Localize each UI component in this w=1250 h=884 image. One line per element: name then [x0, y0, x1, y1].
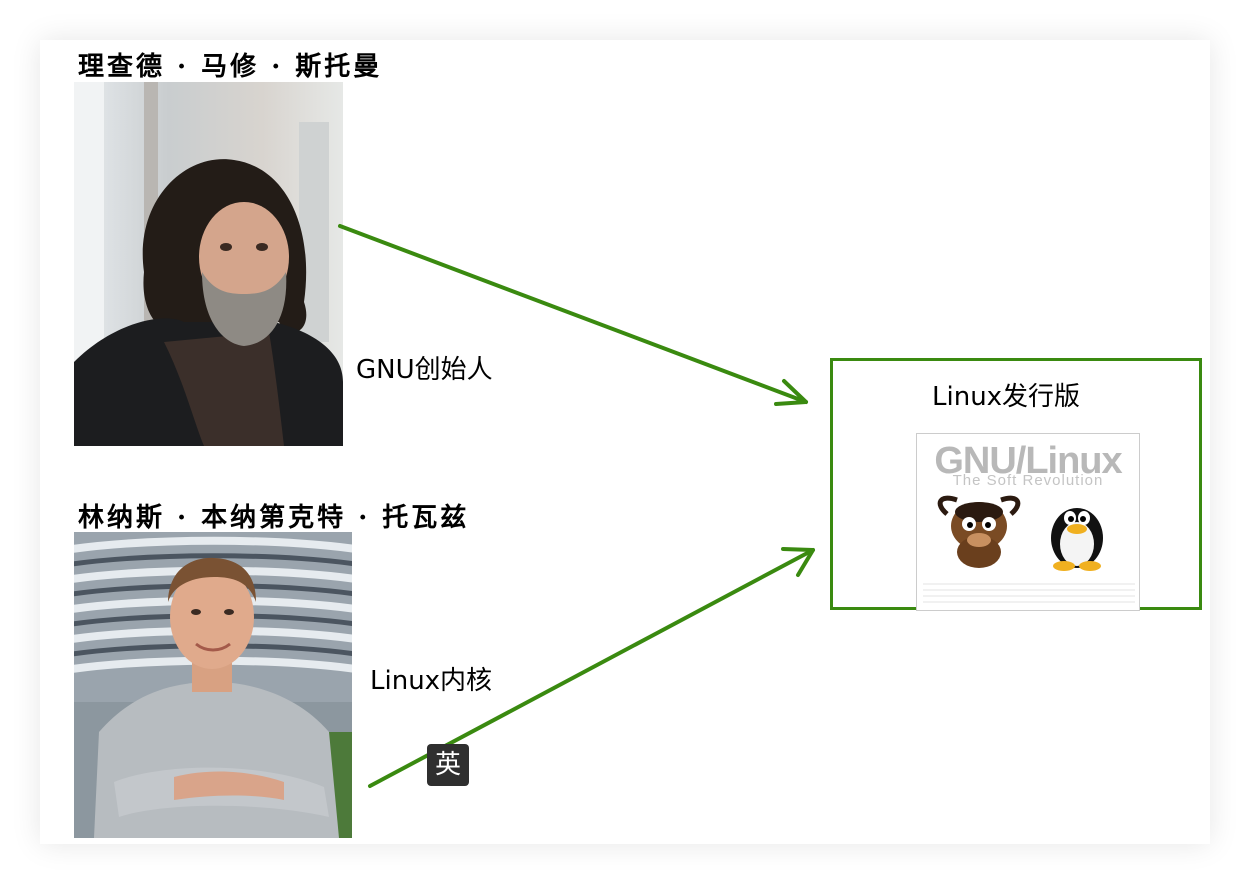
stallman-photo [74, 82, 343, 446]
gnu-tux-mascots-icon [923, 495, 1135, 603]
arrowhead-gnu [774, 379, 808, 406]
arrowhead-kernel [781, 547, 815, 577]
logo-sub-text: The Soft Revolution [952, 472, 1104, 489]
distro-title: Linux发行版 [932, 382, 1081, 412]
ime-language-indicator[interactable]: 英 [427, 744, 469, 786]
role-linux-kernel: Linux内核 [370, 666, 493, 696]
torvalds-photo [74, 532, 352, 838]
person-name-torvalds: 林纳斯 · 本纳第克特 · 托瓦兹 [78, 503, 470, 533]
gnu-linux-logo: GNU/Linux The Soft Revolution [916, 433, 1140, 611]
logo-main-text: GNU/Linux [934, 440, 1122, 482]
role-gnu-founder: GNU创始人 [356, 355, 493, 385]
person-name-stallman: 理查德 · 马修 · 斯托曼 [78, 52, 383, 82]
arrow-gnu-to-distro [338, 224, 808, 404]
